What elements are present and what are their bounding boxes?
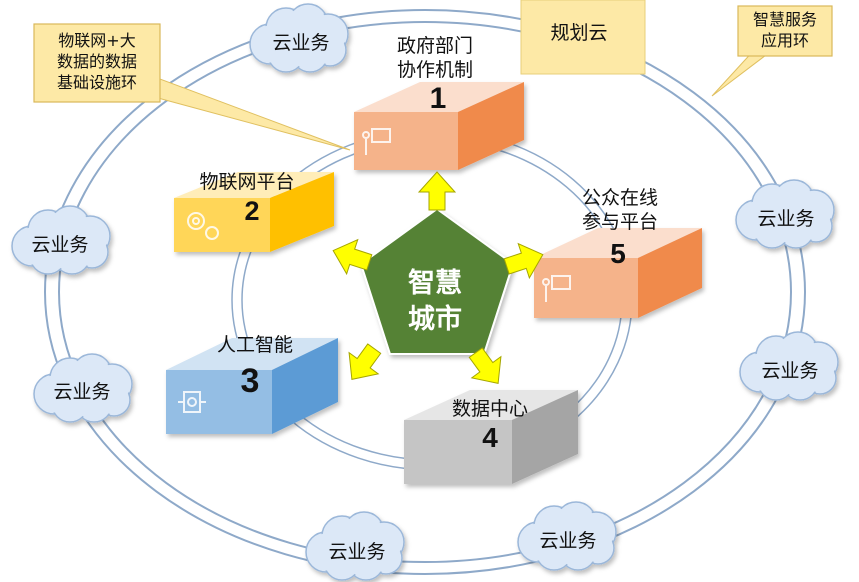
module-2-cube bbox=[174, 172, 334, 252]
module-3-number: 3 bbox=[240, 362, 260, 400]
planning-cloud-label: 规划云 bbox=[550, 22, 608, 44]
robot-icon bbox=[178, 391, 206, 413]
cloud-service-label: 云业务 bbox=[272, 32, 330, 54]
cloud-service-label: 云业务 bbox=[539, 530, 597, 552]
flow-arrow bbox=[417, 171, 457, 211]
module-4-number: 4 bbox=[482, 422, 498, 453]
service-cloud-icon bbox=[249, 3, 349, 73]
cloud-service-label: 云业务 bbox=[53, 381, 111, 403]
presenter-icon bbox=[542, 275, 571, 302]
callout-smart-service-text: 智慧服务 应用环 bbox=[752, 10, 817, 50]
callout-pointer-left bbox=[147, 75, 351, 151]
cloud-service-label: 云业务 bbox=[757, 208, 815, 230]
cloud-service-label: 云业务 bbox=[328, 541, 386, 563]
center-label: 智慧 城市 bbox=[408, 268, 462, 335]
callout-iot-bigdata bbox=[33, 23, 161, 103]
planning-cloud-box bbox=[520, 0, 646, 75]
module-4-label: 数据中心 bbox=[451, 398, 528, 420]
cloud-service-label: 云业务 bbox=[761, 360, 819, 382]
callout-smart-service bbox=[737, 5, 833, 57]
service-cloud-icon bbox=[305, 511, 405, 581]
cloud-service-label: 云业务 bbox=[31, 234, 89, 256]
module-5-cube bbox=[534, 228, 702, 318]
module-1-label: 政府部门 协作机制 bbox=[396, 35, 473, 81]
module-5-label: 公众在线 参与平台 bbox=[581, 187, 658, 233]
module-2-label: 物联网平台 bbox=[199, 171, 295, 193]
module-4-cube bbox=[404, 390, 578, 484]
module-3-label: 人工智能 bbox=[216, 334, 293, 356]
module-1-cube bbox=[354, 82, 524, 170]
module-3-cube bbox=[166, 338, 338, 434]
module-5-number: 5 bbox=[610, 238, 626, 269]
service-cloud-icon bbox=[735, 179, 835, 249]
service-cloud-icon bbox=[739, 331, 839, 401]
service-cloud-icon bbox=[33, 353, 133, 423]
module-2-number: 2 bbox=[244, 196, 260, 226]
outer-service-ring bbox=[44, 9, 806, 575]
flow-arrow bbox=[503, 242, 544, 280]
service-cloud-icon bbox=[517, 501, 617, 571]
module-1-number: 1 bbox=[429, 82, 447, 115]
gears-icon bbox=[187, 212, 219, 240]
arrows bbox=[332, 171, 544, 385]
flow-arrow bbox=[332, 238, 373, 276]
callout-iot-bigdata-text: 物联网+大 数据的数据 基础设施环 bbox=[56, 31, 137, 92]
service-cloud-icon bbox=[11, 205, 111, 275]
presenter-icon bbox=[362, 128, 391, 155]
flow-arrow bbox=[468, 347, 502, 385]
flow-arrow bbox=[348, 343, 382, 381]
center-pentagon bbox=[359, 207, 515, 355]
